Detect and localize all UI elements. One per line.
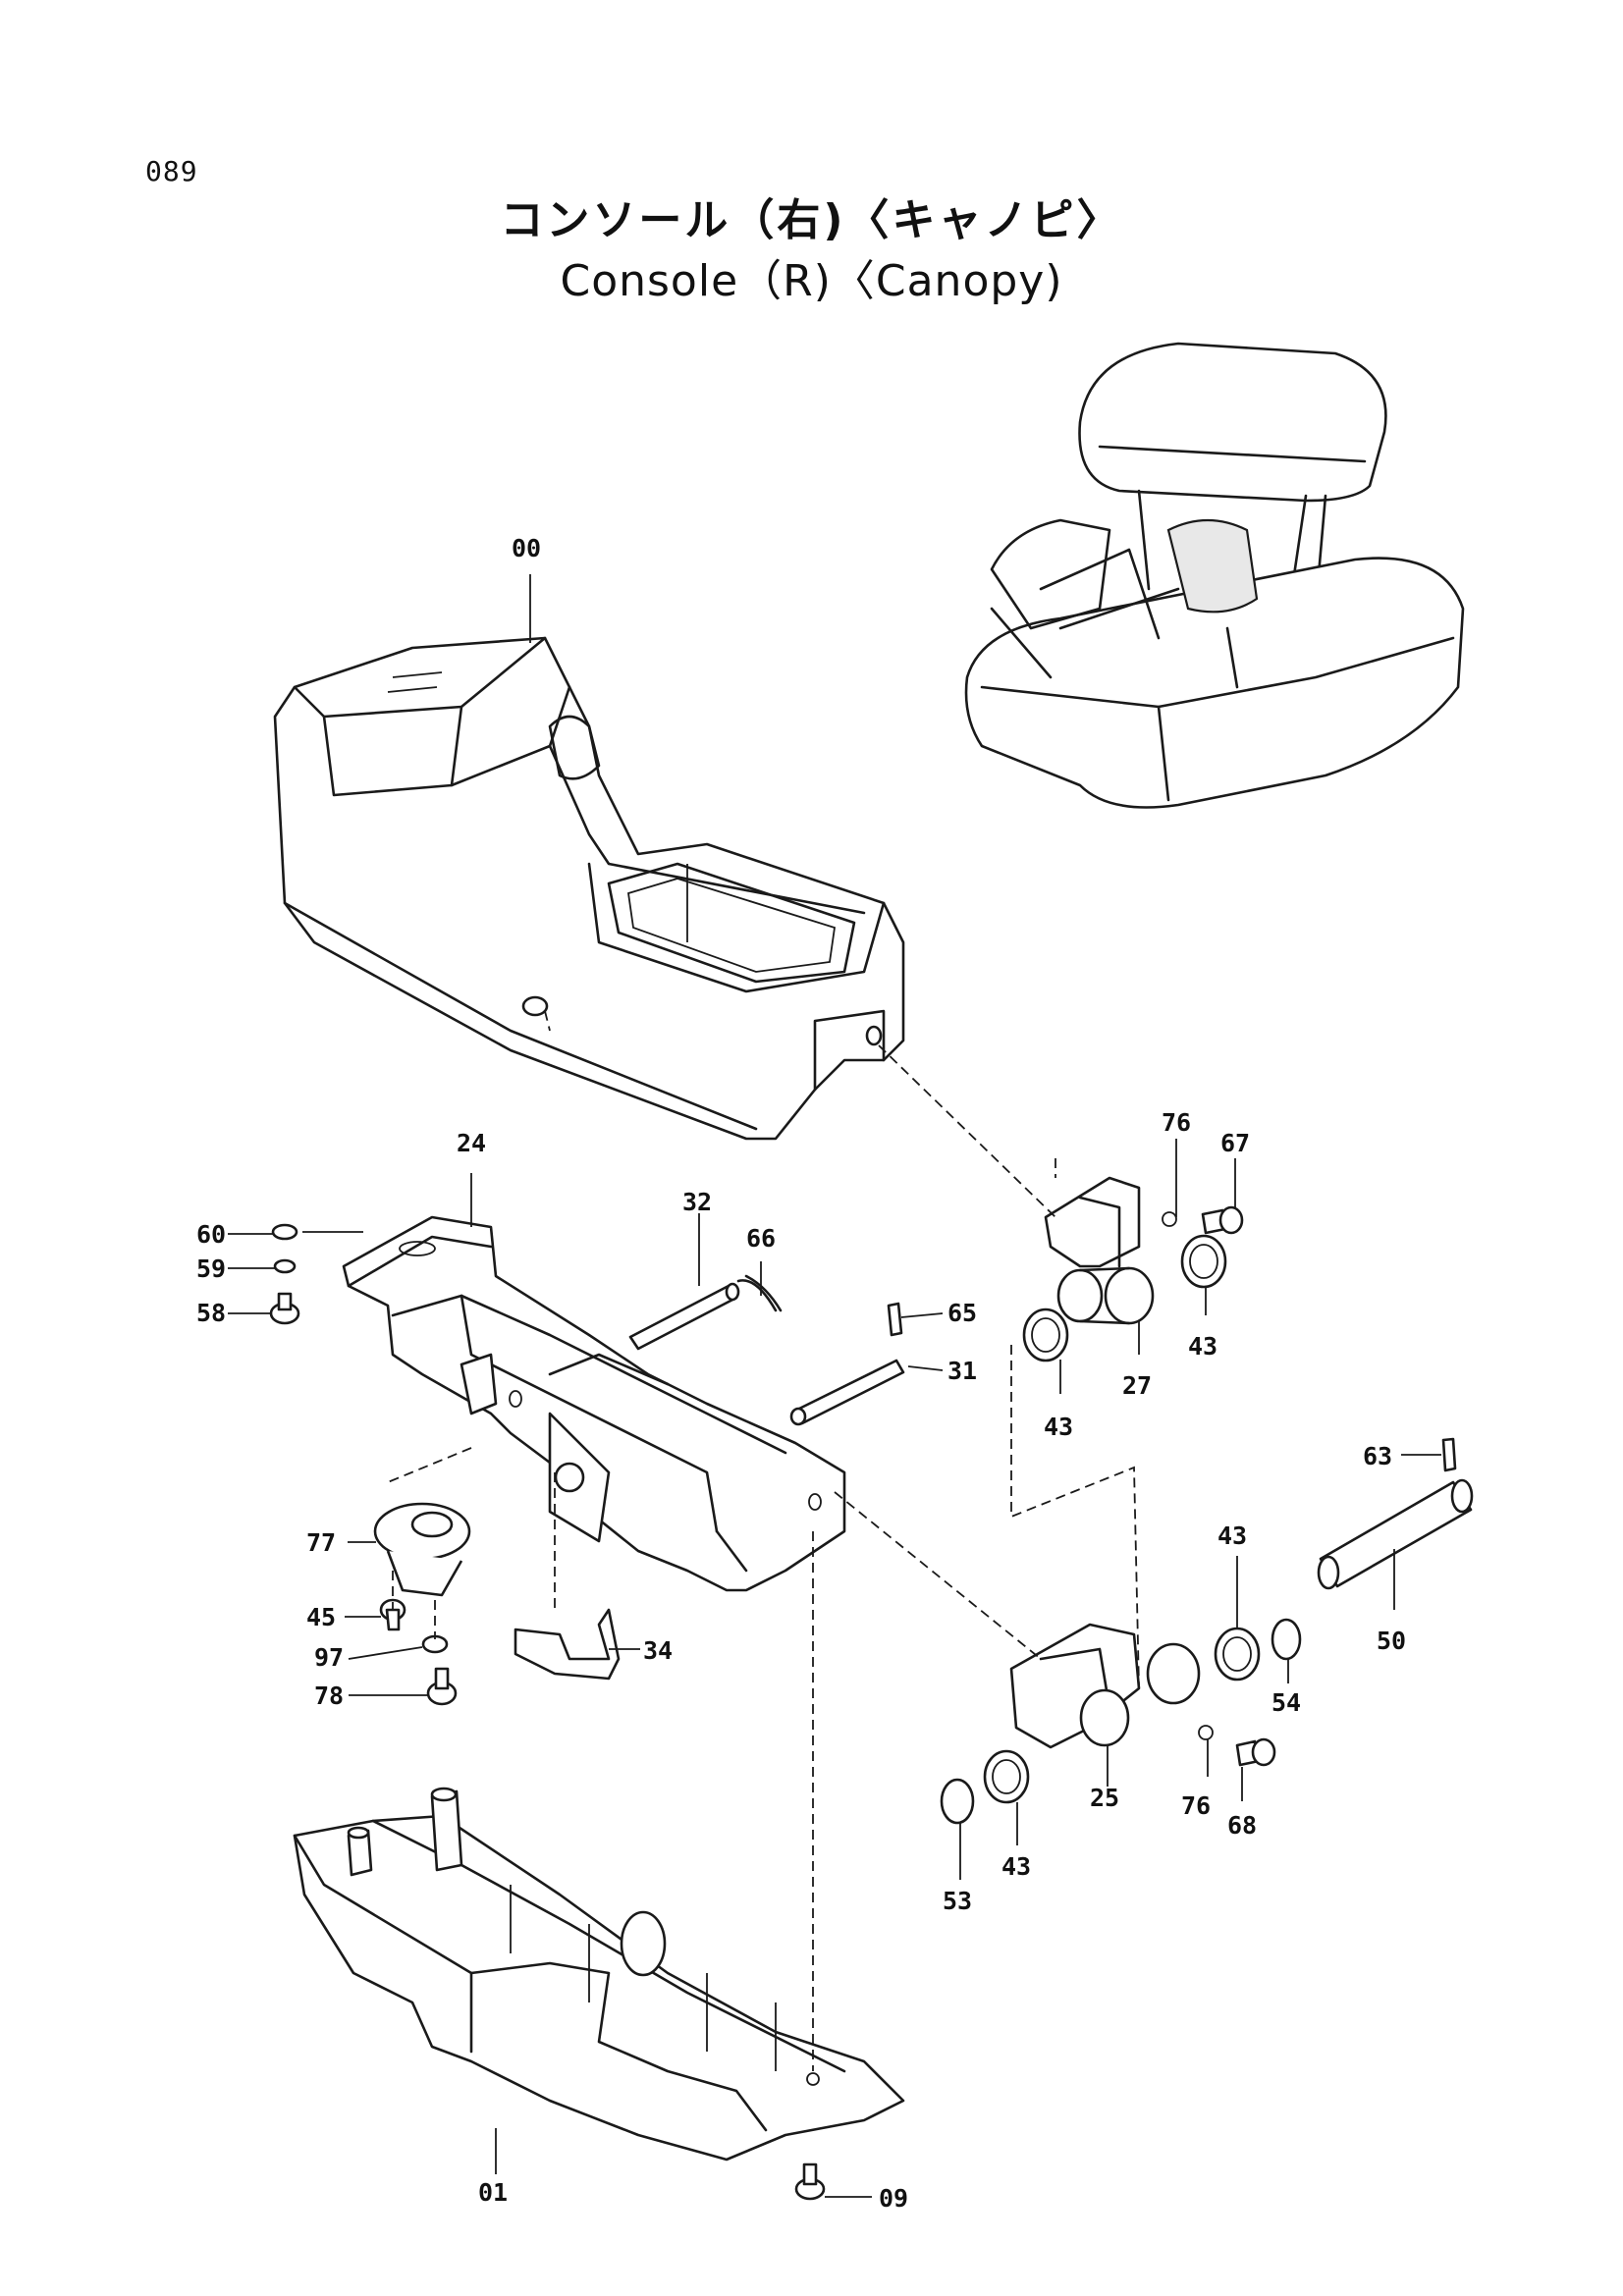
- callout-labels: 00 01 09 24 25 27 31 32 34 43 43 43 43 4…: [196, 534, 1406, 2213]
- support-bracket-part: [342, 1215, 846, 1592]
- pin-50-part: [1317, 1437, 1474, 1590]
- pin-31-part: [789, 1302, 905, 1426]
- callout-00: 00: [512, 534, 541, 562]
- callout-43-c: 43: [1217, 1522, 1247, 1550]
- callout-34: 34: [643, 1636, 673, 1665]
- alignment-guides: [387, 1010, 1140, 2071]
- callout-67: 67: [1220, 1129, 1250, 1157]
- upper-hinge-bracket-part: [1022, 1176, 1244, 1362]
- callout-01: 01: [478, 2178, 508, 2207]
- console-cover-part: [273, 636, 905, 1141]
- callout-09: 09: [879, 2184, 908, 2213]
- callout-53: 53: [943, 1887, 972, 1915]
- page-title-en: Console（R)〈Canopy): [560, 256, 1063, 306]
- callout-24: 24: [457, 1129, 486, 1157]
- callout-78: 78: [314, 1682, 344, 1710]
- callout-43-d: 43: [1001, 1852, 1031, 1881]
- clamp-34-part: [514, 1608, 621, 1681]
- callout-63: 63: [1363, 1442, 1392, 1470]
- callout-54: 54: [1271, 1688, 1301, 1717]
- callout-60: 60: [196, 1220, 226, 1249]
- callout-50: 50: [1377, 1627, 1406, 1655]
- callout-43-b: 43: [1188, 1332, 1217, 1361]
- callout-76-b: 76: [1181, 1791, 1211, 1820]
- callout-27: 27: [1122, 1371, 1152, 1400]
- callout-66: 66: [746, 1224, 776, 1253]
- pin-32-part: [628, 1274, 783, 1351]
- callout-76-a: 76: [1162, 1108, 1191, 1137]
- callout-77: 77: [306, 1528, 336, 1557]
- canopy-overview-illustration: [964, 342, 1465, 809]
- page-number: 089: [145, 155, 198, 187]
- page-title-jp: コンソール（右)〈キャノピ〉: [500, 195, 1123, 245]
- callout-25: 25: [1090, 1784, 1119, 1812]
- leader-lines: [228, 574, 1441, 2198]
- undercover-part: [293, 1787, 905, 2201]
- lower-hinge-bracket-part: [940, 1618, 1302, 1825]
- callout-68: 68: [1227, 1811, 1257, 1840]
- callout-32: 32: [682, 1188, 712, 1216]
- callout-58: 58: [196, 1299, 226, 1327]
- callout-45: 45: [306, 1603, 336, 1631]
- callout-65: 65: [947, 1299, 977, 1327]
- callout-97: 97: [314, 1643, 344, 1672]
- callout-43-a: 43: [1044, 1413, 1073, 1441]
- callout-31: 31: [947, 1357, 977, 1385]
- callout-59: 59: [196, 1255, 226, 1283]
